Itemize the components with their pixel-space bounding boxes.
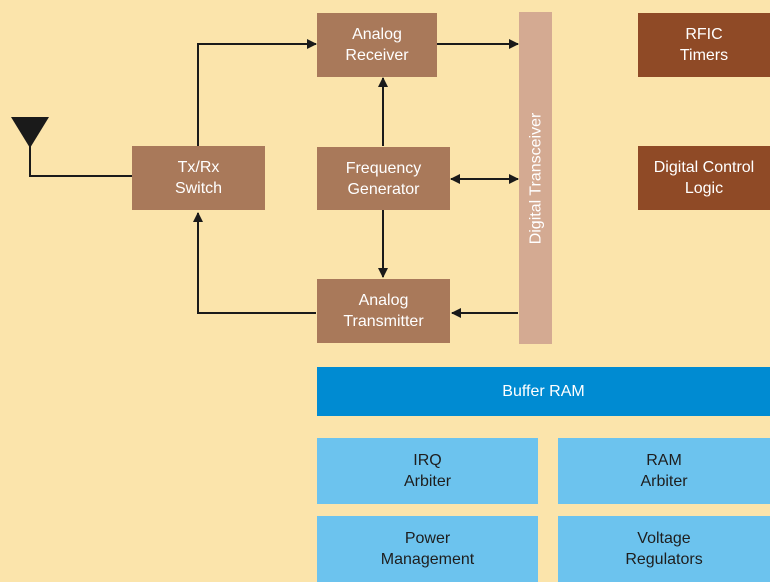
transmitter-to-switch-arrow (193, 212, 316, 314)
antenna-icon (11, 117, 49, 148)
analog-receiver-block: Analog Receiver (317, 13, 437, 77)
digital-transceiver-label: Digital Transceiver (527, 112, 545, 244)
rfic-timers-block: RFIC Timers (638, 13, 770, 77)
power-management-block: Power Management (317, 516, 538, 582)
ram-arbiter-block: RAM Arbiter (558, 438, 770, 504)
buffer-ram-block: Buffer RAM (317, 367, 770, 416)
frequency-generator-block: Frequency Generator (317, 147, 450, 210)
txrx-switch-block: Tx/Rx Switch (132, 146, 265, 210)
antenna-to-switch-line (29, 145, 132, 177)
digital-transceiver-block: Digital Transceiver (519, 12, 552, 344)
digital-control-logic-block: Digital Control Logic (638, 146, 770, 210)
voltage-regulators-block: Voltage Regulators (558, 516, 770, 582)
irq-arbiter-block: IRQ Arbiter (317, 438, 538, 504)
switch-to-receiver-arrow (197, 39, 317, 146)
analog-transmitter-block: Analog Transmitter (317, 279, 450, 343)
